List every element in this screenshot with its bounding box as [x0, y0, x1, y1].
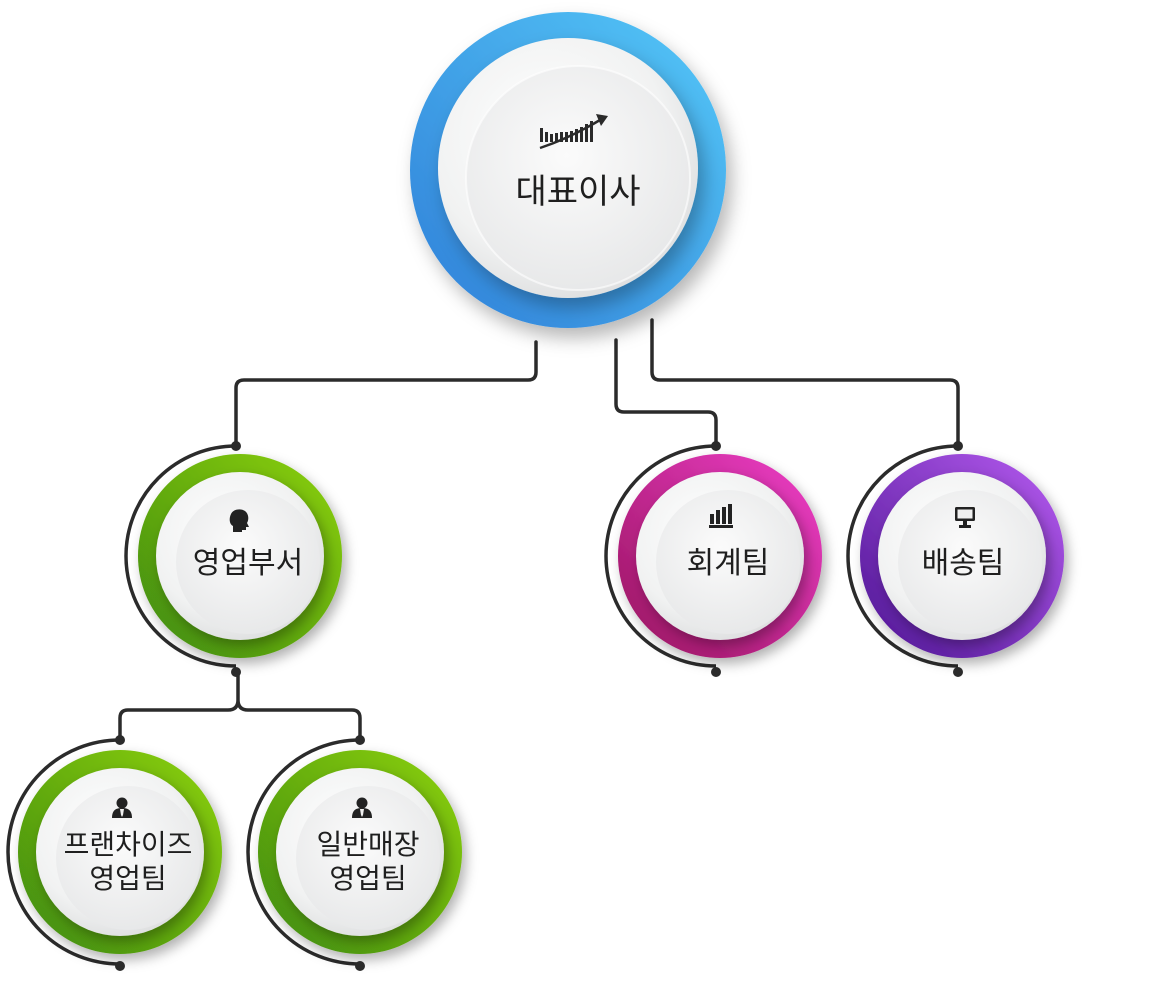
franchise-sales-team-label: 프랜차이즈 영업팀 — [63, 828, 193, 896]
node-accounting-team — [604, 444, 822, 668]
connector-sales-to-teams — [118, 670, 362, 742]
node-franchise-sales-team — [6, 738, 222, 966]
connector-dot — [355, 735, 365, 745]
node-sales-dept — [124, 444, 342, 668]
connector-root-to-delivery — [650, 318, 960, 448]
person-head-icon — [229, 509, 249, 532]
connector-dot — [355, 961, 365, 971]
connector-dot — [711, 667, 721, 677]
retail-sales-team-label: 일반매장 영업팀 — [316, 828, 420, 896]
connector-dot — [231, 441, 241, 451]
node-retail-sales-team — [246, 738, 462, 966]
growth-chart-icon — [539, 114, 608, 150]
connector-dot — [953, 667, 963, 677]
connector-dot — [115, 735, 125, 745]
node-delivery-team — [846, 444, 1064, 668]
connector-root-to-sales — [234, 340, 538, 448]
node-ceo — [410, 12, 726, 328]
sales-dept-label: 영업부서 — [192, 546, 304, 581]
accounting-team-label: 회계팀 — [686, 546, 770, 581]
connector-dots — [115, 441, 963, 971]
user-icon — [112, 797, 132, 818]
connector-dot — [711, 441, 721, 451]
bar-chart-icon — [709, 504, 733, 528]
connector-dot — [115, 961, 125, 971]
connector-dot — [231, 667, 241, 677]
user-icon — [352, 797, 372, 818]
delivery-team-label: 배송팀 — [921, 546, 1005, 581]
connector-root-to-accounting — [614, 338, 718, 448]
monitor-icon — [955, 507, 975, 528]
connector-dot — [953, 441, 963, 451]
connector-lines — [118, 318, 960, 742]
ceo-label: 대표이사 — [515, 172, 641, 212]
